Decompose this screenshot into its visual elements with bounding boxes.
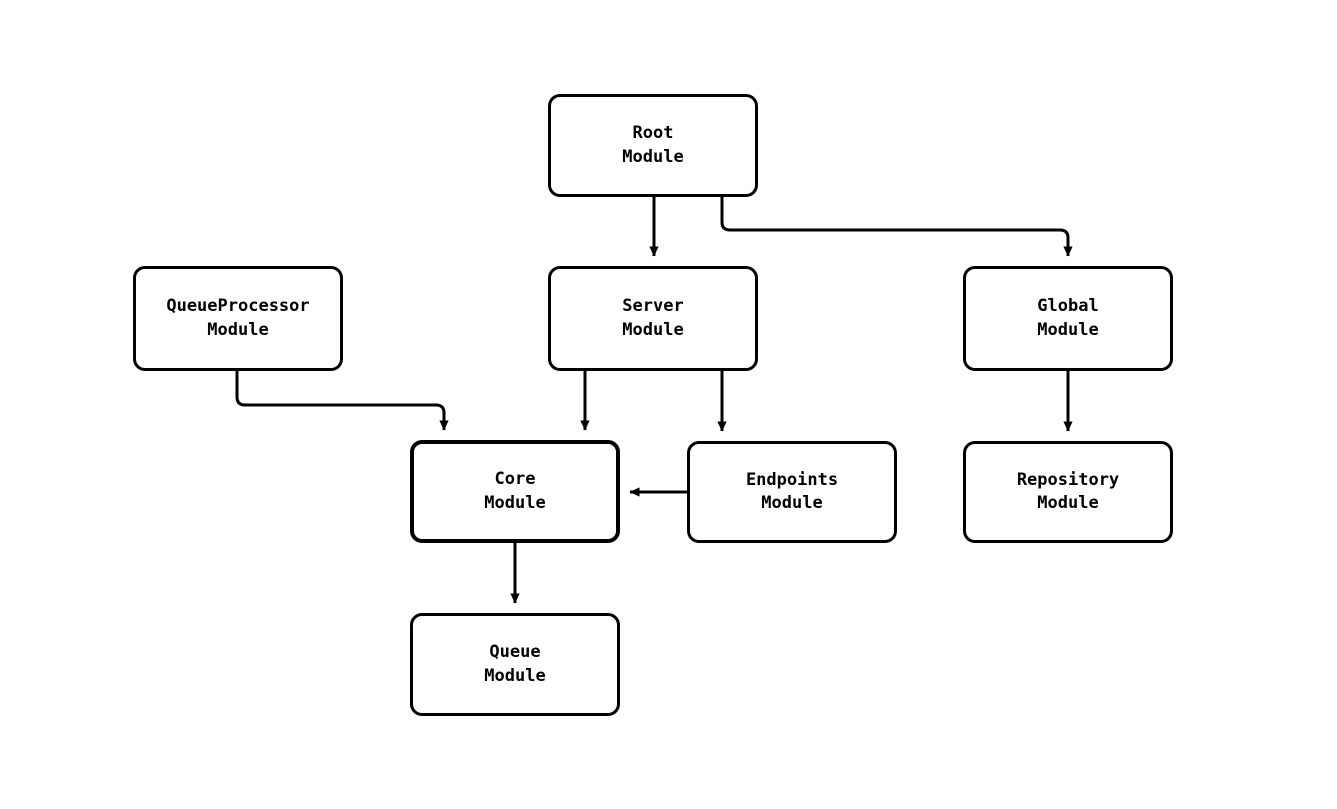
node-label-name: Global xyxy=(1037,296,1099,317)
node-label-suffix: Module xyxy=(207,319,269,340)
node-label-suffix: Module xyxy=(622,146,684,167)
edges-group xyxy=(235,197,1073,604)
node-label-suffix: Module xyxy=(484,665,546,686)
node-label-suffix: Module xyxy=(761,493,823,513)
node-label-suffix: Module xyxy=(1037,319,1099,340)
edge-queueprocessor-to-core xyxy=(235,371,449,431)
node-label-name: Server xyxy=(622,296,684,317)
node-label-name: Core xyxy=(494,469,536,490)
node-label-suffix: Module xyxy=(622,319,684,340)
node-label-name: QueueProcessor xyxy=(166,296,310,317)
node-label-name: Endpoints xyxy=(745,469,839,490)
edge-root-to-global xyxy=(720,197,1073,257)
node-label-name: Queue xyxy=(489,642,541,663)
node-label-name: Root xyxy=(632,123,674,144)
node-label-suffix: Module xyxy=(484,492,546,513)
node-label-suffix: Module xyxy=(1037,493,1099,513)
node-label-name: Repository xyxy=(1016,469,1120,490)
